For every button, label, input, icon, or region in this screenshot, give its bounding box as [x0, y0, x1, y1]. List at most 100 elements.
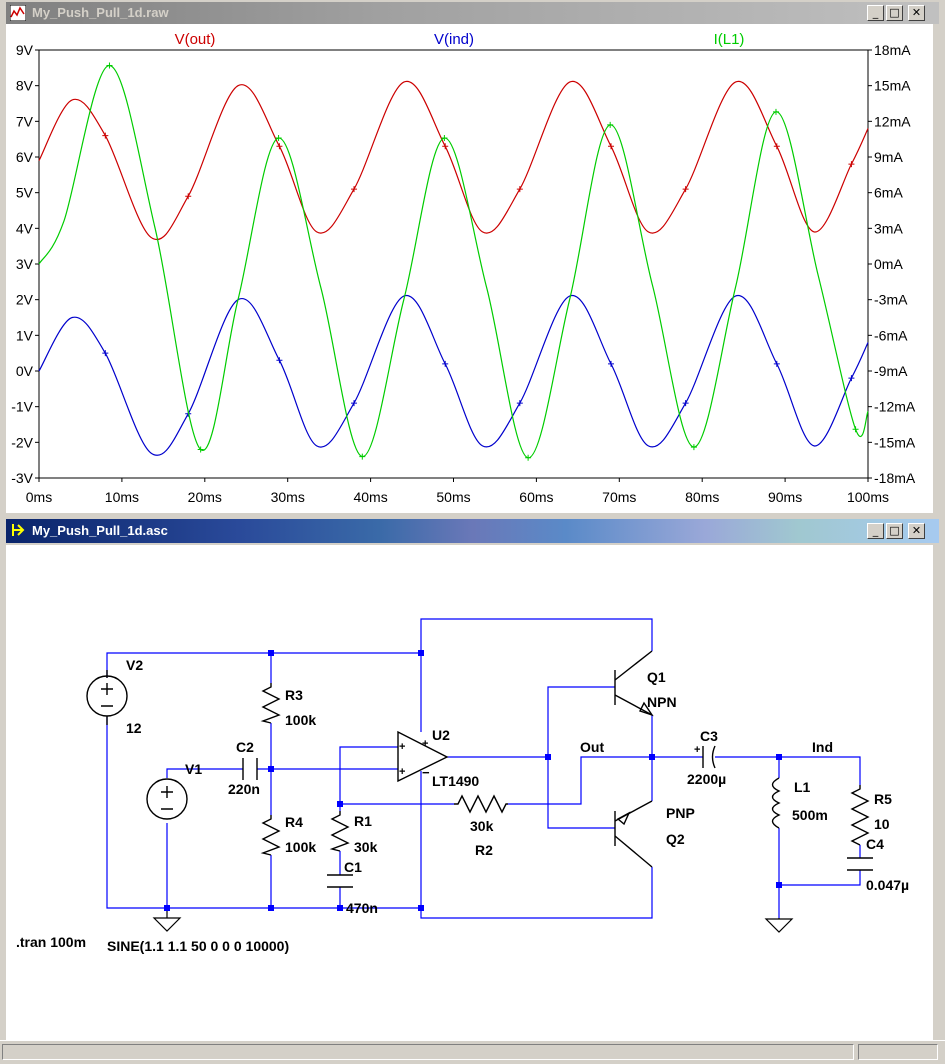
data-point	[275, 134, 282, 141]
data-point	[185, 193, 192, 200]
label-c2-value: 220n	[228, 781, 260, 797]
label-sine-source: SINE(1.1 1.1 50 0 0 0 10000)	[107, 938, 289, 954]
close-button-2[interactable]: ✕	[908, 523, 925, 539]
series-line-v-out-	[38, 80, 869, 240]
data-point	[525, 454, 532, 461]
v1-voltage-source	[146, 778, 188, 820]
label-c2: C2	[236, 739, 254, 755]
data-point	[772, 108, 779, 115]
wires	[106, 618, 861, 919]
waveform-chart: 9V8V7V6V5V4V3V2V1V0V-1V-2V-3V18mA15mA12m…	[11, 31, 916, 505]
x-tick-label: 80ms	[685, 489, 719, 505]
label-v1: V1	[185, 761, 202, 777]
data-point	[773, 360, 780, 367]
legend-i-l1-: I(L1)	[714, 31, 745, 48]
minimize-button-2[interactable]: _	[867, 523, 884, 539]
label-r2-value: 30k	[470, 818, 494, 834]
y-left-tick-label: 6V	[16, 149, 34, 165]
label-inp-plus-2: +	[399, 766, 405, 778]
y-left-tick-label: 4V	[16, 220, 34, 236]
y-left-tick-label: -1V	[11, 399, 33, 415]
x-tick-label: 20ms	[188, 489, 222, 505]
data-point	[682, 186, 689, 193]
data-point	[690, 444, 697, 451]
label-r3: R3	[285, 687, 303, 703]
label-u2-part: LT1490	[432, 773, 479, 789]
label-r5-value: 10	[874, 816, 890, 832]
data-point	[848, 375, 855, 382]
data-point	[773, 143, 780, 150]
label-v2-value: 12	[126, 720, 142, 736]
plot-frame	[38, 49, 869, 479]
data-point	[276, 357, 283, 364]
label-c3: C3	[700, 728, 718, 744]
status-cell-right	[858, 1044, 938, 1060]
y-right-tick-label: 18mA	[874, 42, 911, 58]
label-l1-value: 500m	[792, 807, 828, 823]
data-point	[848, 161, 855, 168]
data-point	[197, 446, 204, 453]
data-point	[351, 186, 358, 193]
label-c3-value: 2200µ	[687, 771, 726, 787]
v2-voltage-source	[86, 670, 128, 725]
y-left-tick-label: 5V	[16, 185, 34, 201]
data-point	[516, 400, 523, 407]
schematic-diagram: V2 12 V1 C2 220n R3 100k R4 100k R1 30k …	[16, 618, 909, 954]
x-tick-label: 70ms	[602, 489, 636, 505]
data-point	[106, 62, 113, 69]
c2-capacitor	[242, 758, 258, 780]
label-q1: Q1	[647, 669, 666, 685]
close-button[interactable]: ✕	[908, 5, 925, 21]
label-r3-value: 100k	[285, 712, 316, 728]
schematic-titlebar[interactable]: My_Push_Pull_1d.asc _ □ ✕	[6, 519, 939, 543]
data-point	[852, 426, 859, 433]
r5-resistor	[850, 785, 870, 846]
minimize-button[interactable]: _	[867, 5, 884, 21]
series-line-i-l1-	[38, 64, 869, 459]
data-point	[102, 350, 109, 357]
maximize-button-2[interactable]: □	[886, 523, 903, 539]
waveform-titlebar[interactable]: My_Push_Pull_1d.raw _ □ ✕	[6, 2, 939, 24]
y-left-tick-label: -2V	[11, 434, 33, 450]
y-left-tick-label: 2V	[16, 292, 34, 308]
label-q2: Q2	[666, 831, 685, 847]
waveform-plot-area[interactable]	[6, 24, 933, 513]
label-u2: U2	[432, 727, 450, 743]
data-point	[442, 360, 449, 367]
y-right-tick-label: 12mA	[874, 113, 911, 129]
data-point	[102, 132, 109, 139]
label-out: Out	[580, 739, 604, 755]
y-right-tick-label: -12mA	[874, 399, 916, 415]
label-c4: C4	[866, 836, 884, 852]
maximize-button[interactable]: □	[886, 5, 903, 21]
waveform-title: My_Push_Pull_1d.raw	[32, 5, 169, 20]
y-right-tick-label: -3mA	[874, 292, 908, 308]
label-npn: NPN	[647, 694, 677, 710]
label-r4-value: 100k	[285, 839, 316, 855]
y-left-tick-label: 0V	[16, 363, 34, 379]
data-point	[359, 453, 366, 460]
schematic-canvas[interactable]	[6, 545, 933, 1040]
y-right-tick-label: 3mA	[874, 220, 903, 236]
u2-opamp	[397, 730, 449, 783]
label-tran-directive: .tran 100m	[16, 934, 86, 950]
data-point	[608, 143, 615, 150]
y-left-tick-label: 8V	[16, 78, 34, 94]
x-tick-label: 0ms	[26, 489, 52, 505]
x-tick-label: 100ms	[847, 489, 889, 505]
series-line-v-ind-	[38, 295, 869, 456]
waveform-icon	[9, 4, 27, 22]
label-opamp-minus: −	[422, 765, 430, 780]
label-r1-value: 30k	[354, 839, 378, 855]
label-inp-plus: +	[399, 741, 405, 753]
label-opamp-plus: +	[422, 738, 428, 750]
junction-dots	[164, 650, 782, 911]
label-r1: R1	[354, 813, 372, 829]
q2-pnp-transistor	[614, 800, 653, 868]
data-point	[442, 143, 449, 150]
label-pnp: PNP	[666, 805, 695, 821]
y-right-tick-label: -18mA	[874, 470, 916, 486]
label-r4: R4	[285, 814, 303, 830]
q1-npn-transistor	[614, 650, 654, 717]
r4-resistor	[260, 815, 281, 856]
